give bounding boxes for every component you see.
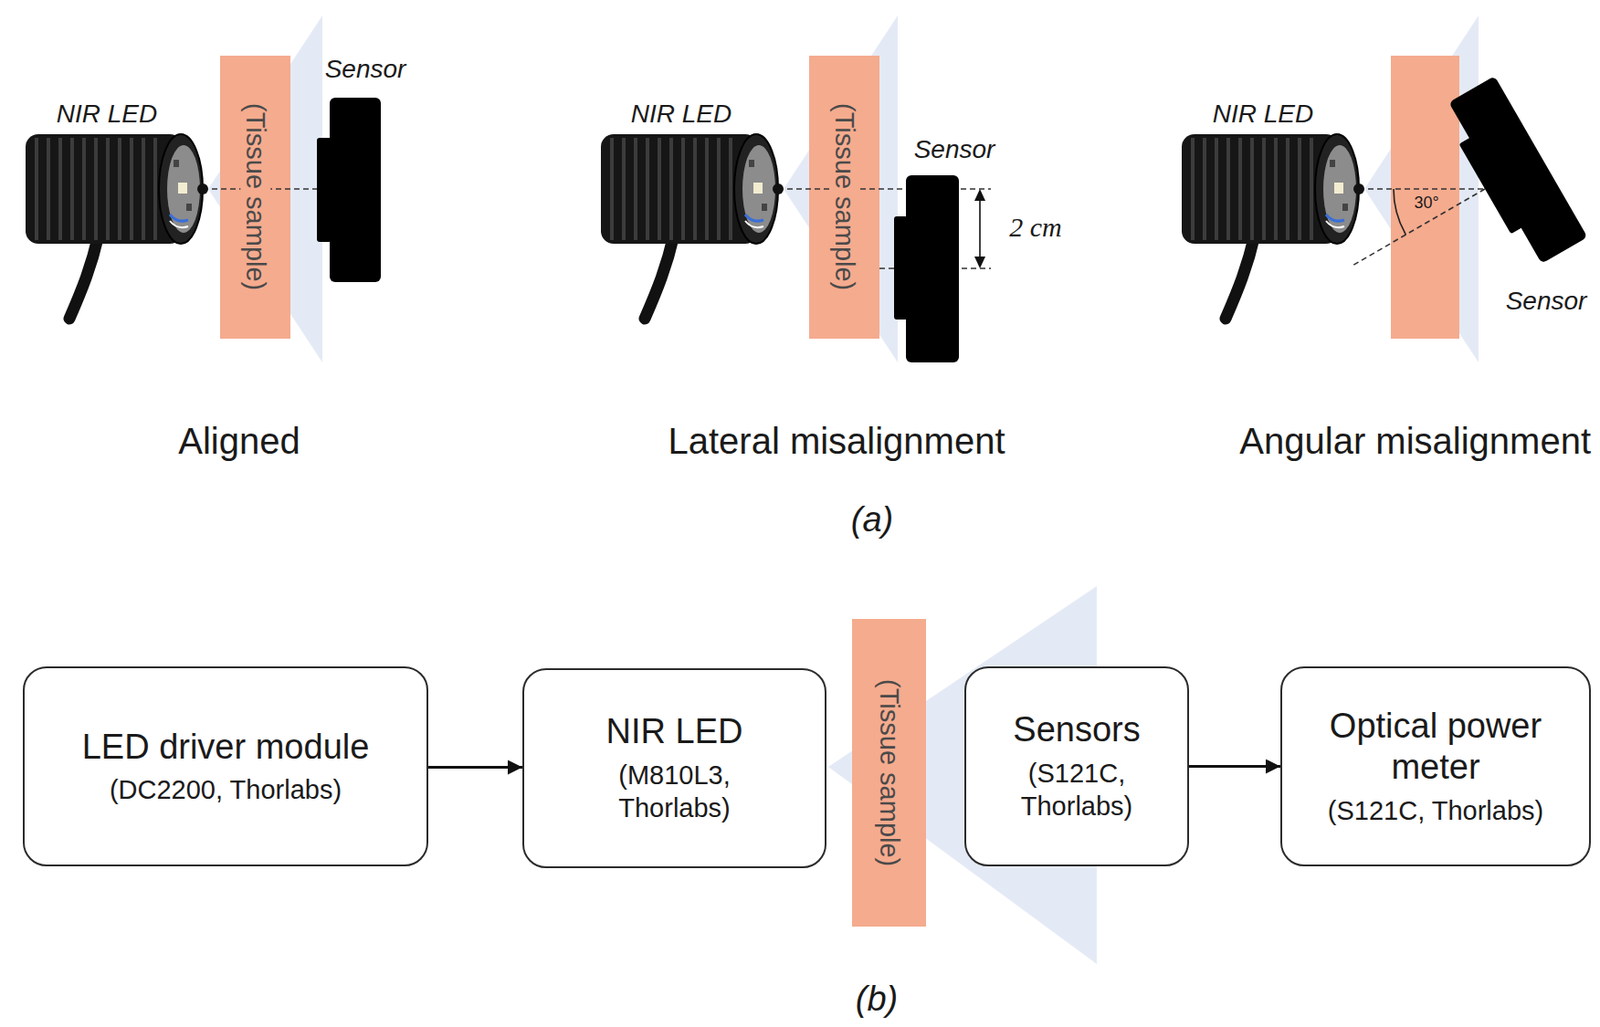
node-subtitle: (M810L3, Thorlabs): [569, 758, 780, 826]
tissue-sample-band: (Tissue sample): [852, 619, 927, 927]
flow-arrow: [1189, 765, 1281, 769]
panel-letter: (a): [851, 500, 894, 541]
optical-axis: [787, 188, 991, 190]
sensor-window: [894, 216, 908, 320]
component-label: NIR LED: [1212, 99, 1314, 129]
band-label: (Tissue sample): [240, 99, 271, 295]
dimension-arrowhead: [974, 256, 986, 269]
node-subtitle: (DC2200, Thorlabs): [109, 773, 342, 807]
node-title: Sensors: [1012, 709, 1140, 752]
panel-caption: Lateral misalignment: [667, 420, 1005, 463]
tissue-band-fill: [852, 619, 927, 927]
nir-led-illustration: [1181, 134, 1365, 319]
sensor-body: [329, 97, 381, 283]
tissue-band-fill: [220, 55, 291, 339]
tissue-sample-band: (Tissue sample): [809, 55, 880, 339]
angle-label: 30°: [1410, 193, 1442, 213]
component-label: Sensor: [914, 135, 996, 165]
process-box: LED driver module (DC2200, Thorlabs): [22, 666, 429, 867]
tissue-band-fill: [809, 55, 880, 339]
dimension-label: 2 cm: [1009, 211, 1062, 244]
node-title: LED driver module: [82, 726, 370, 769]
light-cone: [208, 15, 323, 363]
dimension-arrowhead: [974, 189, 986, 201]
tissue-sample-band: [1390, 55, 1460, 339]
component-label: Sensor: [325, 54, 407, 85]
nir-led-illustration: [600, 134, 784, 319]
node-title: Optical power meter: [1296, 705, 1575, 790]
sensor-tilted: [1438, 75, 1588, 270]
node-subtitle: (S121C, Thorlabs): [1327, 794, 1544, 828]
optical-axis: [1368, 188, 1485, 190]
node-subtitle: (S121C, Thorlabs): [985, 757, 1169, 824]
flow-arrow: [428, 766, 523, 769]
dimension-line: [978, 199, 981, 259]
sensor-window: [316, 137, 332, 243]
sensor-normal: [1350, 189, 1485, 267]
component-label: NIR LED: [631, 99, 732, 129]
node-title: NIR LED: [606, 711, 744, 754]
nir-led-illustration: [25, 134, 209, 319]
sensor-body: [905, 175, 959, 363]
angle-arc: [1393, 189, 1406, 235]
panel-letter: (b): [855, 979, 898, 1021]
component-label: NIR LED: [56, 99, 158, 129]
tissue-sample-band: (Tissue sample): [220, 55, 291, 339]
process-box: Optical power meter (S121C, Thorlabs): [1280, 666, 1591, 867]
process-box: Sensors (S121C, Thorlabs): [964, 666, 1190, 867]
panel-caption: Angular misalignment: [1239, 420, 1591, 463]
component-label: Sensor: [1505, 286, 1588, 316]
band-label: (Tissue sample): [873, 675, 905, 871]
panel-caption: Aligned: [178, 420, 300, 463]
band-label: (Tissue sample): [829, 99, 860, 295]
process-box: NIR LED(M810L3, Thorlabs): [522, 668, 827, 869]
